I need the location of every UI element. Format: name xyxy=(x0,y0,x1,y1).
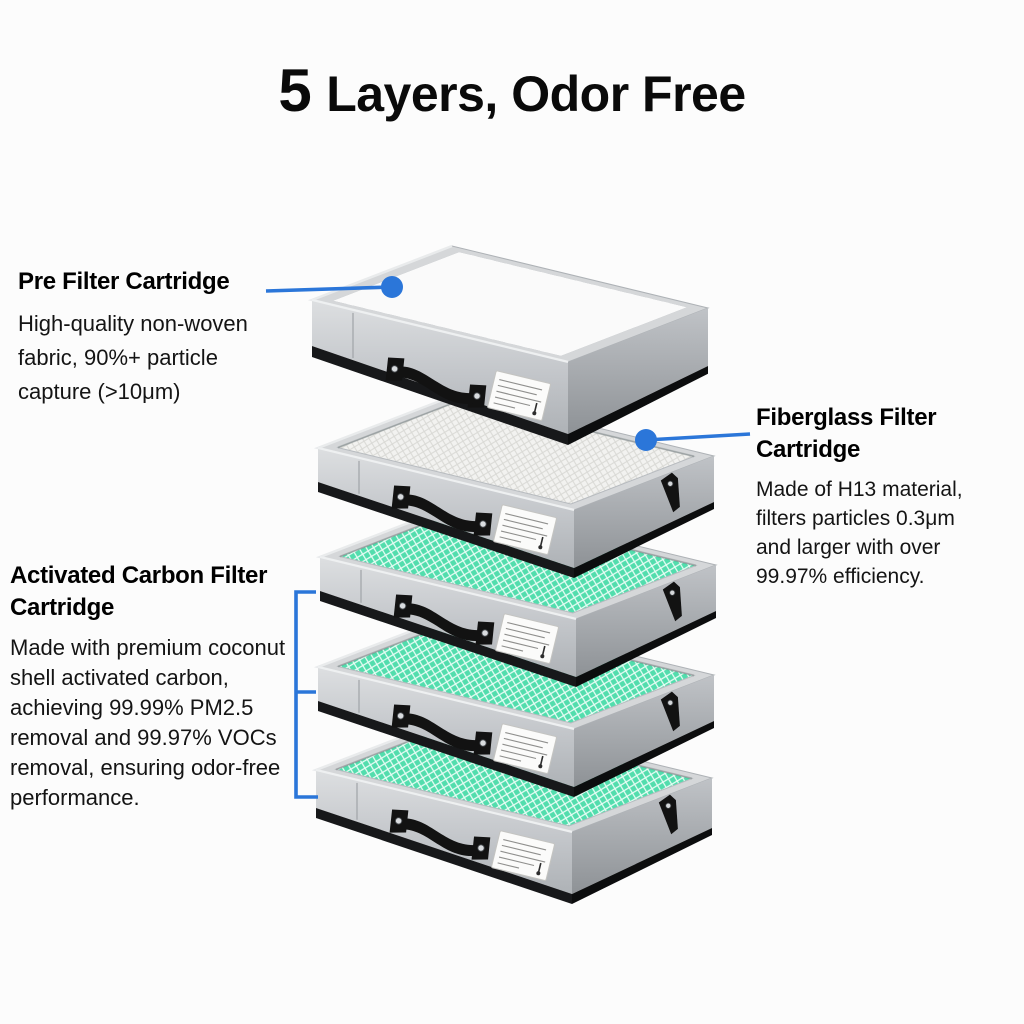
callout-dot-pre-filter xyxy=(381,276,403,298)
callout-bracket-carbon xyxy=(294,590,318,799)
pre-filter-cartridge xyxy=(307,244,710,445)
activated-carbon-filter-cartridge-1 xyxy=(315,501,718,687)
callout-pre-filter: Pre Filter Cartridge High-quality non-wo… xyxy=(18,266,303,409)
side-latch xyxy=(660,472,680,513)
pre-filter-heading: Pre Filter Cartridge xyxy=(18,268,230,295)
spec-label-sticker xyxy=(493,723,557,774)
fiberglass-media xyxy=(336,399,696,505)
side-latch xyxy=(660,691,680,732)
spec-label-sticker xyxy=(487,370,551,421)
side-latch xyxy=(658,794,678,835)
filter-handle xyxy=(391,485,493,536)
pre-filter-description: High-quality non-woven fabric, 90%+ part… xyxy=(18,311,248,404)
fiberglass-filter-description: Made of H13 material, filters particles … xyxy=(756,478,963,588)
activated-carbon-description: Made with premium coconut shell activate… xyxy=(10,635,286,810)
activated-carbon-heading: Activated Carbon Filter Cartridge xyxy=(10,562,268,621)
callout-fiberglass-filter: Fiberglass Filter Cartridge Made of H13 … xyxy=(756,402,1018,591)
callout-line-pre-filter xyxy=(265,285,393,293)
filter-handle xyxy=(393,594,495,645)
pleated-filter-media xyxy=(333,252,687,356)
activated-carbon-filter-cartridge-2 xyxy=(313,611,716,797)
title-text: Layers, Odor Free xyxy=(326,66,746,122)
callout-line-fiberglass xyxy=(645,432,751,442)
fiberglass-filter-heading: Fiberglass Filter Cartridge xyxy=(756,404,937,463)
spec-label-sticker xyxy=(495,613,559,664)
filter-handle xyxy=(385,357,487,408)
spec-label-sticker xyxy=(491,830,555,881)
side-latch xyxy=(662,581,682,622)
callout-activated-carbon-filter: Activated Carbon Filter Cartridge Made w… xyxy=(10,560,345,813)
carbon-mesh-media xyxy=(336,618,696,724)
callout-dot-fiberglass xyxy=(635,429,657,451)
title-layer-count: 5 xyxy=(278,57,312,124)
spec-label-sticker xyxy=(493,504,557,555)
callout-lines xyxy=(265,276,751,799)
filter-handle xyxy=(389,809,491,860)
filter-handle xyxy=(391,704,493,755)
fiberglass-filter-cartridge xyxy=(313,392,716,578)
